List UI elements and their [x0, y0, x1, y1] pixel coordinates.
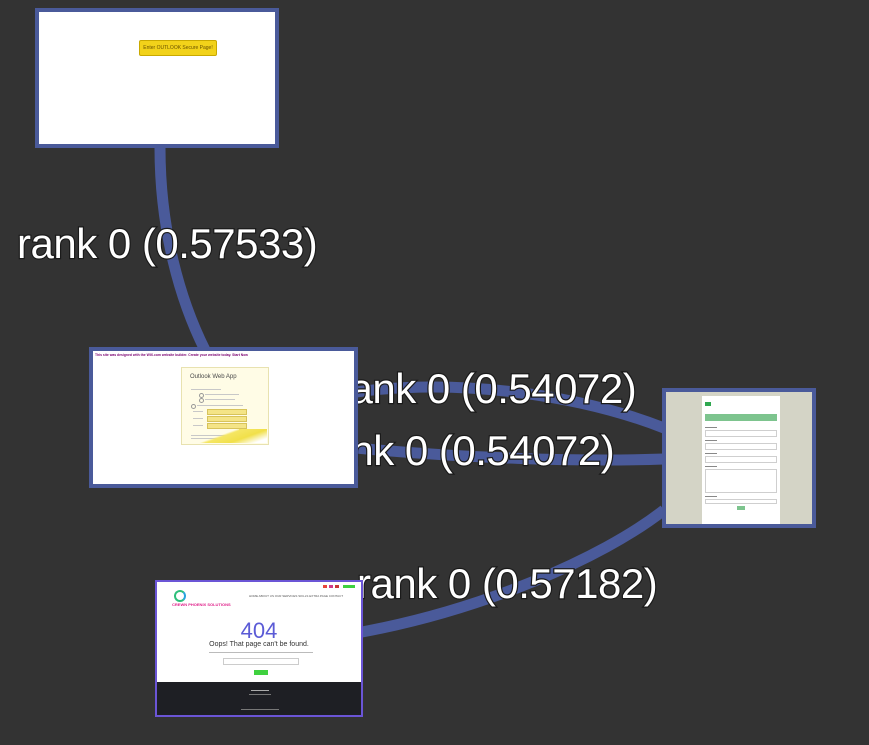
owa-field-label: [193, 411, 203, 412]
form-sheet: [702, 396, 780, 524]
node-error-404[interactable]: CREWN PHOENIX SOLUTIONS HOME ABOUT US OU…: [155, 580, 363, 717]
owa-field: [207, 416, 247, 422]
owa-title: Outlook Web App: [190, 374, 237, 380]
error-message: Oops! That page can't be found.: [209, 641, 309, 648]
edge-label-2: rank 0 (0.54072): [336, 365, 636, 412]
form-label: [705, 453, 717, 454]
edge-2[interactable]: [355, 381, 667, 434]
radio-icon: [199, 393, 204, 398]
error-subtext: [209, 652, 313, 653]
form-field: [705, 499, 777, 504]
page-footer: [157, 682, 361, 715]
flag-icon: [335, 585, 339, 588]
site-logo-text: CREWN PHOENIX SOLUTIONS: [172, 602, 231, 607]
flag-icon: [323, 585, 327, 588]
edge-1[interactable]: [154, 147, 210, 353]
site-banner: This site was designed with the WIX.com …: [95, 353, 248, 357]
edge-label-4: rank 0 (0.57182): [357, 560, 657, 607]
form-field: [705, 430, 777, 437]
site-nav: HOME ABOUT US OUR SERVICES SKILLS EXTRA …: [249, 594, 344, 598]
owa-swoosh: [181, 429, 267, 443]
owa-field: [207, 423, 247, 429]
edge-label-1: rank 0 (0.57533): [17, 220, 317, 267]
form-field: [705, 443, 777, 450]
edge-4[interactable]: [360, 505, 668, 638]
form-submit-button: [737, 506, 745, 510]
form-label: [705, 440, 717, 441]
owa-field: [207, 409, 247, 415]
footer-line: [249, 694, 271, 695]
owa-field-label: [193, 425, 203, 426]
form-label: [705, 427, 717, 428]
logo-icon: [174, 590, 186, 602]
owa-field-label: [193, 418, 203, 419]
flag-icon: [329, 585, 333, 588]
flag-icon: [343, 585, 355, 588]
footer-line: [251, 690, 269, 691]
owa-text-line: [191, 389, 221, 390]
form-label: [705, 466, 717, 467]
form-textarea: [705, 469, 777, 493]
node-yellow-button-page[interactable]: Enter OUTLOOK Secure Page!: [35, 8, 279, 148]
logo-icon: [705, 402, 711, 406]
form-field: [705, 456, 777, 463]
owa-text-line: [205, 399, 235, 400]
form-header-bar: [705, 414, 777, 421]
node-green-form[interactable]: [662, 388, 816, 528]
form-label: [705, 496, 717, 497]
checkbox-icon: [191, 404, 196, 409]
radio-icon: [199, 398, 204, 403]
footer-line: [241, 709, 279, 710]
enter-secure-page-button: Enter OUTLOOK Secure Page!: [139, 40, 217, 56]
error-code: 404: [240, 618, 278, 643]
search-box: [223, 658, 299, 665]
node-outlook-web-app[interactable]: This site was designed with the WIX.com …: [89, 347, 358, 488]
edge-label-3: rank 0 (0.54072): [314, 427, 614, 474]
owa-text-line: [197, 405, 243, 406]
edge-3[interactable]: [355, 442, 665, 466]
search-button: [254, 670, 268, 675]
owa-text-line: [205, 394, 239, 395]
